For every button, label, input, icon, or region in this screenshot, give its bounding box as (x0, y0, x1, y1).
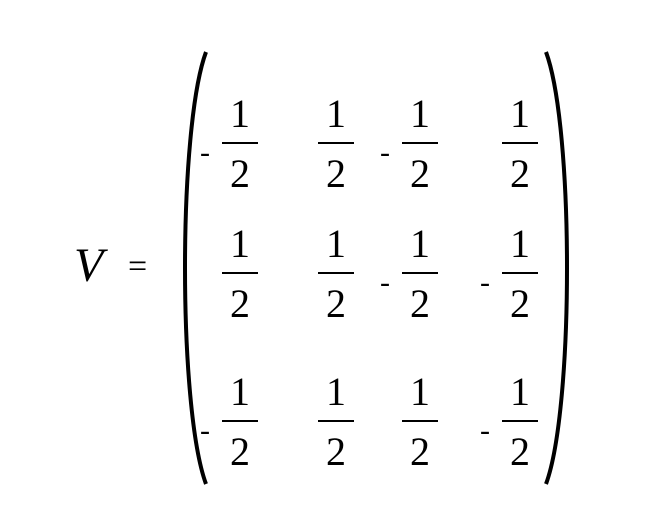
minus-sign: - (480, 266, 490, 299)
denominator: 2 (326, 281, 346, 326)
denominator: 2 (510, 281, 530, 326)
minus-sign: - (200, 414, 210, 447)
denominator: 2 (326, 429, 346, 474)
fraction-bar (402, 420, 438, 422)
denominator: 2 (326, 151, 346, 196)
minus-sign: - (200, 136, 210, 169)
fraction-bar (222, 272, 258, 274)
denominator: 2 (410, 151, 430, 196)
denominator: 2 (230, 281, 250, 326)
fraction-bar (402, 142, 438, 144)
numerator: 1 (410, 91, 430, 136)
fraction-bar (402, 272, 438, 274)
fraction-bar (222, 142, 258, 144)
fraction-bar (318, 142, 354, 144)
numerator: 1 (326, 91, 346, 136)
right-parenthesis-icon (544, 51, 569, 485)
denominator: 2 (410, 429, 430, 474)
numerator: 1 (326, 369, 346, 414)
fraction-bar (222, 420, 258, 422)
equals-sign: = (128, 248, 148, 285)
minus-sign: - (380, 136, 390, 169)
denominator: 2 (510, 151, 530, 196)
fraction-bar (502, 420, 538, 422)
left-parenthesis-icon (183, 51, 208, 485)
numerator: 1 (326, 221, 346, 266)
denominator: 2 (230, 151, 250, 196)
fraction-bar (502, 272, 538, 274)
numerator: 1 (510, 91, 530, 136)
numerator: 1 (410, 221, 430, 266)
numerator: 1 (230, 369, 250, 414)
minus-sign: - (380, 266, 390, 299)
denominator: 2 (230, 429, 250, 474)
numerator: 1 (510, 221, 530, 266)
fraction-bar (502, 142, 538, 144)
matrix-variable: V (74, 239, 104, 292)
numerator: 1 (510, 369, 530, 414)
fraction-bar (318, 272, 354, 274)
numerator: 1 (410, 369, 430, 414)
numerator: 1 (230, 91, 250, 136)
denominator: 2 (410, 281, 430, 326)
fraction-bar (318, 420, 354, 422)
denominator: 2 (510, 429, 530, 474)
numerator: 1 (230, 221, 250, 266)
minus-sign: - (480, 414, 490, 447)
